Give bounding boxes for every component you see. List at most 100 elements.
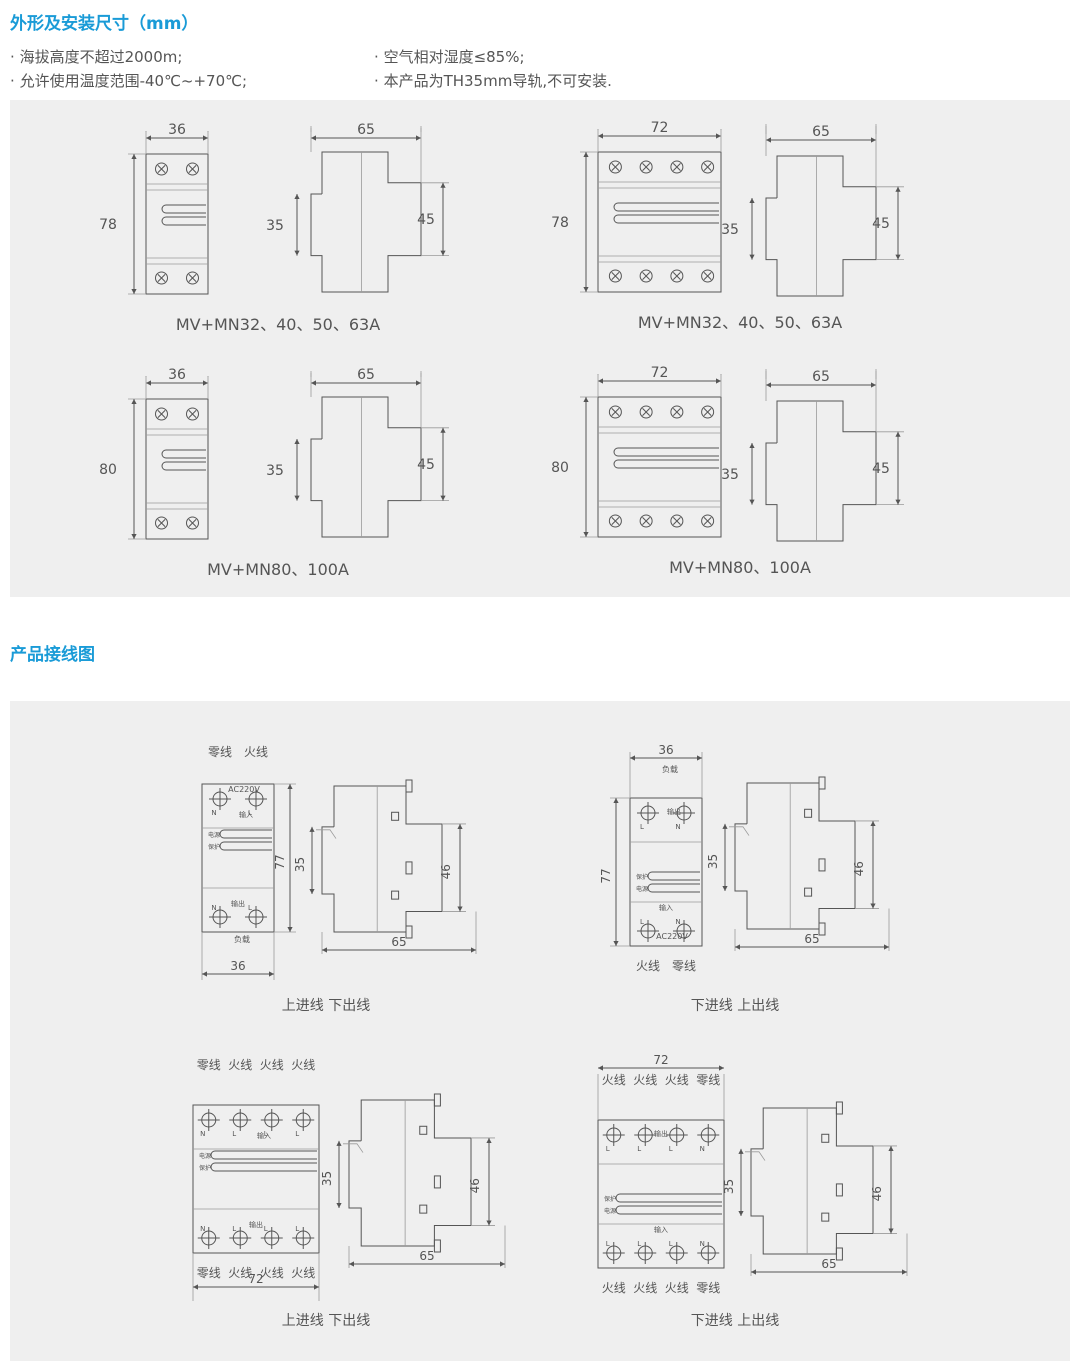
front-width-dim-0-label: 36 bbox=[168, 122, 186, 138]
terminal-mark: L bbox=[640, 918, 644, 926]
depth-dim-3-label: 45 bbox=[872, 461, 890, 477]
spec-altitude-text: 海拔高度不超过2000m; bbox=[19, 48, 183, 66]
indicator-lamp bbox=[210, 1150, 317, 1160]
wiring-front-body-2 bbox=[192, 1104, 320, 1254]
spec-temperature-text: 允许使用温度范围-40℃~+70℃; bbox=[19, 72, 248, 90]
top-screw-icon bbox=[155, 162, 168, 176]
arrow-head bbox=[269, 971, 274, 977]
arrow-head bbox=[888, 1145, 894, 1151]
side-width-dim-1-label: 65 bbox=[812, 124, 830, 140]
arrow-head bbox=[440, 182, 446, 188]
arrow-head bbox=[735, 944, 740, 950]
top-screw-icon bbox=[701, 405, 715, 419]
side-window bbox=[419, 1125, 428, 1135]
terminal-mark: L bbox=[264, 1225, 268, 1233]
screw-cross bbox=[672, 163, 681, 171]
wiring-caption-0: 上进线 下出线 bbox=[282, 998, 370, 1014]
load-label: 负载 bbox=[662, 764, 678, 774]
terminal-mark: L bbox=[295, 1130, 299, 1138]
wiring-side-width-dim-3-label: 65 bbox=[821, 1257, 836, 1271]
wire-label-top: 零线 bbox=[197, 1058, 221, 1072]
indicator-lamp bbox=[613, 447, 719, 457]
arrow-head bbox=[294, 194, 300, 199]
arrow-head bbox=[722, 823, 728, 829]
side-clip bbox=[835, 1101, 843, 1115]
wiring-panel bbox=[10, 701, 1070, 1361]
top-screw-icon bbox=[639, 405, 653, 419]
side-width-dim-3-label: 65 bbox=[812, 369, 830, 385]
arrow-head bbox=[749, 198, 755, 203]
arrow-head bbox=[738, 1148, 744, 1154]
lamp-label: 电源 bbox=[199, 1152, 211, 1160]
wiring-side-outline-3 bbox=[750, 1107, 874, 1255]
side-window bbox=[821, 1133, 830, 1143]
terminal-mark: L bbox=[606, 1145, 610, 1153]
arrow-head bbox=[751, 1269, 756, 1275]
height-dim-3-label: 80 bbox=[551, 460, 569, 476]
arrow-head bbox=[766, 137, 771, 143]
side-clip bbox=[818, 922, 826, 936]
wiring-depth-dim-2-label: 46 bbox=[468, 1178, 482, 1193]
side-window bbox=[804, 887, 813, 897]
output-label: 输出 bbox=[667, 807, 681, 816]
arrow-head bbox=[203, 380, 208, 386]
wire-label-bottom: 火线 bbox=[665, 1281, 689, 1295]
screw-cross bbox=[188, 274, 197, 282]
arrow-head bbox=[716, 378, 721, 384]
arrow-head bbox=[349, 1261, 354, 1267]
indicator-lamp bbox=[161, 204, 206, 214]
arrow-head bbox=[193, 1284, 198, 1290]
rail-clip bbox=[729, 826, 750, 836]
screw-cross bbox=[642, 408, 651, 416]
bottom-screw-icon bbox=[670, 514, 684, 528]
front-body-3 bbox=[597, 396, 722, 538]
arrow-head bbox=[336, 1140, 342, 1146]
rail-clip bbox=[316, 829, 337, 839]
screw-cross bbox=[703, 408, 712, 416]
terminal-mark: N bbox=[700, 1145, 705, 1153]
wire-label-bottom: 零线 bbox=[197, 1266, 221, 1280]
side-window bbox=[391, 890, 400, 900]
arrow-head bbox=[416, 380, 421, 386]
wire-label-bottom: 火线 bbox=[602, 1281, 626, 1295]
screw-cross bbox=[611, 163, 620, 171]
bottom-screw-icon bbox=[155, 271, 168, 285]
arrow-head bbox=[884, 944, 889, 950]
arrow-head bbox=[440, 495, 446, 501]
arrow-head bbox=[871, 137, 876, 143]
top-screw-icon bbox=[186, 407, 199, 421]
terminal-mark: L bbox=[264, 1130, 268, 1138]
lamp-label: 电源 bbox=[636, 885, 648, 893]
wire-label-bottom: 零线 bbox=[696, 1281, 720, 1295]
arrow-head bbox=[294, 495, 300, 501]
top-screw-icon bbox=[670, 160, 684, 174]
height-dim-2-label: 80 bbox=[99, 462, 117, 478]
wire-label-top: 零线 bbox=[208, 745, 232, 759]
arrow-head bbox=[613, 941, 619, 946]
input-label: 输入 bbox=[239, 810, 253, 819]
wiring-rail-dim-0-label: 35 bbox=[293, 857, 307, 872]
top-screw-icon bbox=[155, 407, 168, 421]
bottom-screw-icon bbox=[608, 514, 622, 528]
top-screw-icon bbox=[608, 405, 622, 419]
side-clip bbox=[818, 858, 826, 872]
rail-dim-1-label: 35 bbox=[721, 222, 739, 238]
side-clip bbox=[405, 779, 413, 793]
top-screw-icon bbox=[701, 160, 715, 174]
arrow-head bbox=[598, 1065, 603, 1071]
arrow-head bbox=[131, 534, 137, 539]
wiring-side-outline-0 bbox=[321, 785, 443, 933]
arrow-head bbox=[749, 443, 755, 448]
screw-cross bbox=[672, 517, 681, 525]
arrow-head bbox=[440, 427, 446, 433]
indicator-lamp bbox=[647, 883, 700, 893]
top-screw-icon bbox=[639, 160, 653, 174]
screw-cross bbox=[157, 410, 166, 418]
arrow-head bbox=[613, 798, 619, 803]
bottom-screw-icon bbox=[186, 516, 199, 530]
arrow-head bbox=[716, 133, 721, 139]
terminal-mark: L bbox=[640, 823, 644, 831]
terminal-mark: L bbox=[232, 1130, 236, 1138]
wiring-width-dim-3-label: 72 bbox=[653, 1053, 668, 1067]
arrow-head bbox=[598, 133, 603, 139]
